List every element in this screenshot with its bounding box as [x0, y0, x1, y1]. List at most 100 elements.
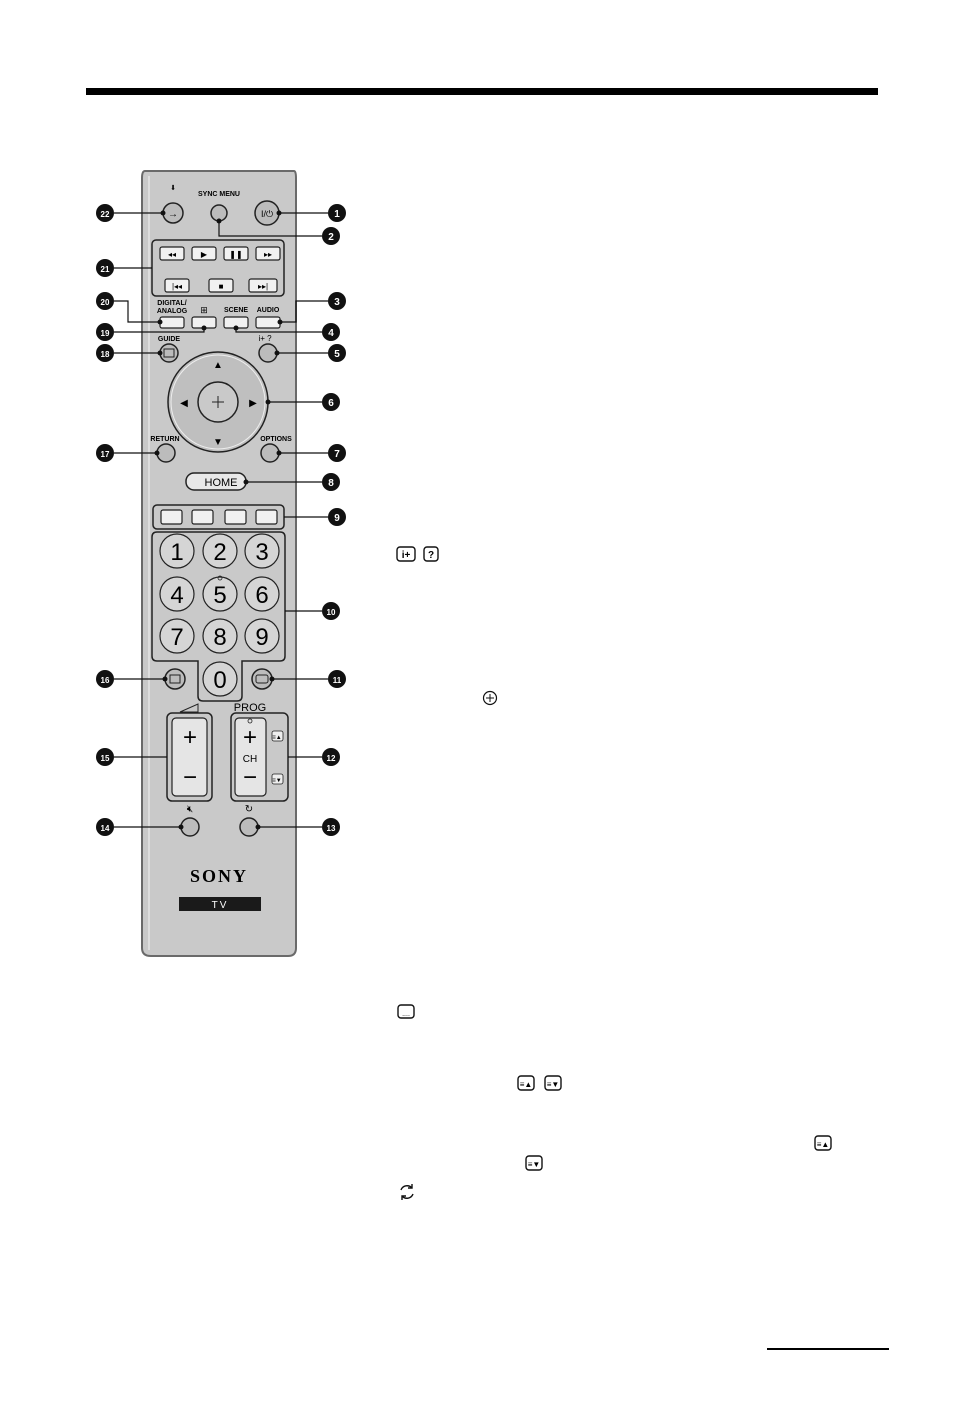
- tv-label: TV: [212, 900, 229, 911]
- callout-21: 21: [101, 265, 110, 274]
- callout-10: 10: [327, 608, 336, 617]
- svg-text:+: +: [243, 724, 257, 751]
- page-down-icon: ≡▼: [544, 1075, 562, 1091]
- digital-analog-button[interactable]: [159, 316, 185, 329]
- subtitle-icon: ....: [397, 1004, 415, 1019]
- return-button[interactable]: [156, 443, 176, 463]
- digit-7: 7: [170, 624, 183, 651]
- scene-label: SCENE: [224, 307, 248, 314]
- svg-text:i+: i+: [402, 550, 411, 561]
- svg-text:■: ■: [219, 282, 224, 291]
- teletext-button[interactable]: [164, 668, 186, 690]
- prog-label: PROG: [234, 702, 266, 714]
- digit-0: 0: [213, 667, 226, 694]
- help-icon: ?: [423, 546, 439, 562]
- digit-9: 9: [255, 624, 268, 651]
- svg-text:▲: ▲: [213, 360, 223, 371]
- svg-text:⬇: ⬇: [170, 184, 176, 192]
- bottom-rule: [767, 1348, 889, 1350]
- callout-1: 1: [334, 209, 340, 220]
- svg-text:≡▲: ≡▲: [817, 1140, 830, 1149]
- options-label: OPTIONS: [260, 436, 292, 443]
- callout-17: 17: [101, 450, 110, 459]
- digit-4: 4: [170, 582, 183, 609]
- svg-text:....: ....: [402, 1011, 410, 1018]
- callout-5: 5: [334, 349, 340, 360]
- callout-4: 4: [328, 328, 334, 339]
- options-button[interactable]: [260, 443, 280, 463]
- guide-button[interactable]: [159, 343, 179, 363]
- callout-12: 12: [327, 754, 336, 763]
- svg-text:≡▼: ≡▼: [528, 1160, 541, 1169]
- mute-button[interactable]: [180, 817, 200, 837]
- svg-text:◂◂: ◂◂: [168, 250, 176, 259]
- home-label: HOME: [205, 477, 238, 489]
- svg-text:▼: ▼: [213, 437, 223, 448]
- callout-7: 7: [334, 449, 340, 460]
- info-button[interactable]: [258, 343, 278, 363]
- info-plus-icon: i+: [396, 546, 416, 562]
- callout-14: 14: [101, 824, 110, 833]
- svg-text:▸▸|: ▸▸|: [258, 282, 268, 291]
- ok-crosshair-icon: [482, 690, 498, 706]
- return-label: RETURN: [150, 436, 179, 443]
- callout-22: 22: [101, 210, 110, 219]
- callout-19: 19: [101, 329, 110, 338]
- svg-text:→: →: [168, 209, 178, 220]
- digit-5: 5: [213, 582, 226, 609]
- svg-text:⊞: ⊞: [200, 305, 208, 315]
- jump-icon: [400, 1184, 414, 1200]
- callout-20: 20: [101, 298, 110, 307]
- callout-6: 6: [328, 398, 334, 409]
- svg-text:≡▲: ≡▲: [272, 735, 281, 741]
- page-up-icon: ≡▲: [814, 1135, 832, 1151]
- digital-analog-label-2: ANALOG: [157, 308, 188, 315]
- jump-button[interactable]: [239, 817, 259, 837]
- svg-text:🔇︎: 🔇︎: [187, 804, 193, 815]
- svg-text:+: +: [183, 724, 197, 751]
- guide-label: GUIDE: [158, 336, 181, 343]
- svg-text:≡▼: ≡▼: [272, 778, 281, 784]
- subtitle-button[interactable]: [251, 668, 273, 690]
- callout-8: 8: [328, 478, 334, 489]
- callout-16: 16: [101, 676, 110, 685]
- svg-text:◀: ◀: [180, 398, 188, 409]
- callout-3: 3: [334, 297, 340, 308]
- digit-1: 1: [170, 539, 183, 566]
- digit-6: 6: [255, 582, 268, 609]
- dpad-inner-ring: [170, 354, 266, 450]
- callout-18: 18: [101, 350, 110, 359]
- top-rule: [86, 88, 878, 95]
- svg-text:−: −: [183, 764, 197, 791]
- callout-2: 2: [328, 232, 334, 243]
- svg-text:▶: ▶: [249, 398, 257, 409]
- channel-rocker[interactable]: [234, 717, 267, 797]
- svg-text:↻: ↻: [245, 804, 253, 815]
- audio-label: AUDIO: [257, 307, 280, 314]
- audio-button[interactable]: [255, 316, 281, 329]
- sync-menu-label: SYNC MENU: [198, 191, 240, 198]
- brand-logo: SONY: [190, 866, 248, 886]
- page-down-icon: ≡▼: [525, 1155, 543, 1171]
- callout-13: 13: [327, 824, 336, 833]
- svg-text:≡▲: ≡▲: [520, 1080, 533, 1089]
- digit-2: 2: [213, 539, 226, 566]
- svg-text:▸▸: ▸▸: [264, 250, 272, 259]
- digit-3: 3: [255, 539, 268, 566]
- digital-analog-label-1: DIGITAL/: [157, 300, 186, 307]
- volume-rocker[interactable]: [171, 717, 208, 797]
- svg-text:❚❚: ❚❚: [229, 250, 242, 259]
- callout-9: 9: [334, 513, 340, 524]
- digit-8: 8: [213, 624, 226, 651]
- svg-text:≡▼: ≡▼: [547, 1080, 560, 1089]
- svg-text:−: −: [243, 764, 257, 791]
- svg-text:▶: ▶: [201, 250, 208, 259]
- tv-badge: [179, 897, 261, 911]
- remote-illustration: ⬇ → SYNC MENU I/⏻ ◂◂▶❚❚▸▸ |◂◂■▸▸| DIGITA…: [80, 165, 360, 965]
- power-label: I/⏻: [261, 209, 273, 219]
- callout-11: 11: [333, 676, 342, 685]
- ch-label: CH: [243, 754, 257, 765]
- svg-text:?: ?: [428, 550, 434, 561]
- svg-text:i+ ?: i+ ?: [258, 334, 272, 343]
- number-pad-group: [151, 531, 286, 702]
